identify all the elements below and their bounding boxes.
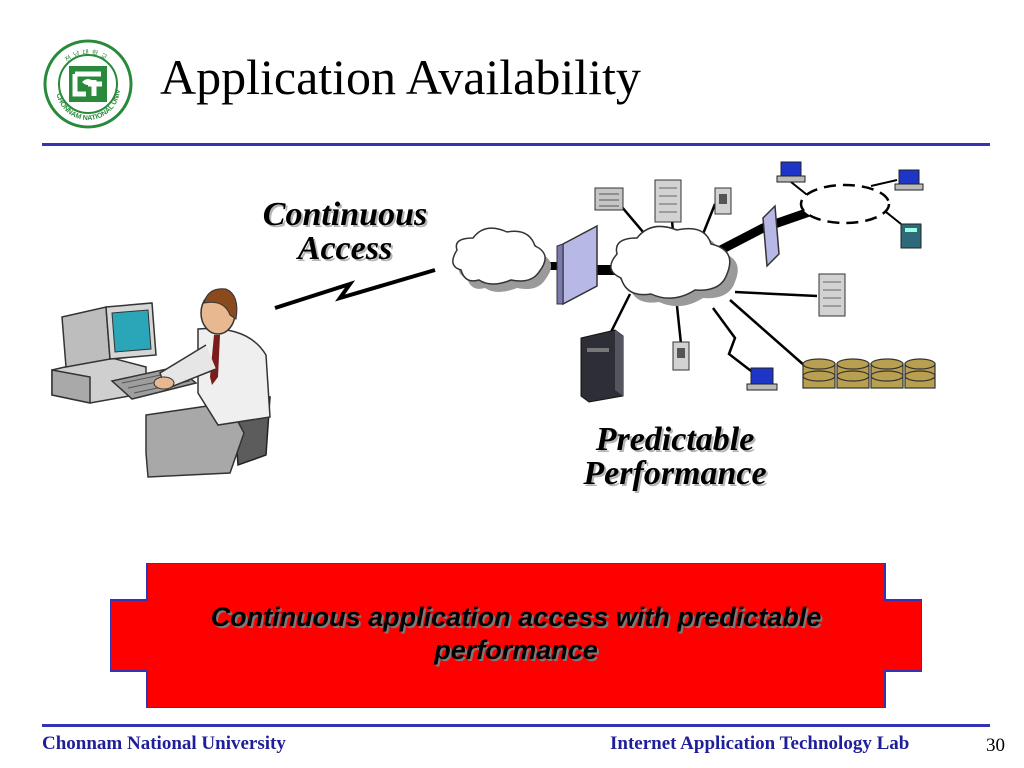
lightning-link-icon bbox=[274, 268, 436, 310]
slide-title: Application Availability bbox=[160, 49, 641, 105]
title-divider bbox=[42, 143, 990, 146]
workstation-icon bbox=[746, 367, 778, 391]
footer-divider bbox=[42, 724, 990, 727]
university-logo: CHONNAM NATIONAL UNIVERSITY 전 남 대 학 교 bbox=[42, 38, 133, 129]
summary-line2: performance bbox=[434, 635, 598, 665]
page-number: 30 bbox=[986, 735, 1005, 756]
summary-banner-text: Continuous application access with predi… bbox=[110, 601, 922, 667]
disk-array-icon bbox=[802, 358, 936, 389]
footer-lab: Internet Application Technology Lab bbox=[610, 733, 910, 754]
server-icon bbox=[594, 187, 624, 211]
person-at-computer bbox=[51, 288, 271, 478]
predictable-performance-line2: Performance bbox=[583, 455, 767, 492]
continuous-access-label: Continuous Access bbox=[230, 198, 460, 266]
server-icon bbox=[900, 223, 922, 249]
server-icon bbox=[654, 179, 682, 223]
continuous-access-line1: Continuous bbox=[262, 196, 428, 233]
cloud-icon bbox=[610, 225, 738, 307]
workstation-icon bbox=[776, 161, 806, 183]
footer-university: Chonnam National University bbox=[42, 733, 286, 754]
summary-banner bbox=[110, 563, 922, 708]
network-diagram bbox=[452, 161, 936, 403]
predictable-performance-line1: Predictable bbox=[595, 421, 755, 458]
firewall-icon bbox=[556, 224, 598, 306]
continuous-access-line2: Access bbox=[297, 230, 393, 267]
ring-network-icon bbox=[799, 183, 891, 225]
summary-line1: Continuous application access with predi… bbox=[210, 602, 822, 632]
server-icon bbox=[818, 273, 846, 317]
predictable-performance-label: Predictable Performance bbox=[555, 423, 795, 491]
firewall-icon bbox=[762, 204, 780, 268]
server-icon bbox=[714, 187, 732, 215]
workstation-icon bbox=[894, 169, 924, 191]
cloud-icon bbox=[452, 227, 552, 292]
server-icon bbox=[672, 341, 690, 371]
mainframe-icon bbox=[580, 329, 624, 403]
